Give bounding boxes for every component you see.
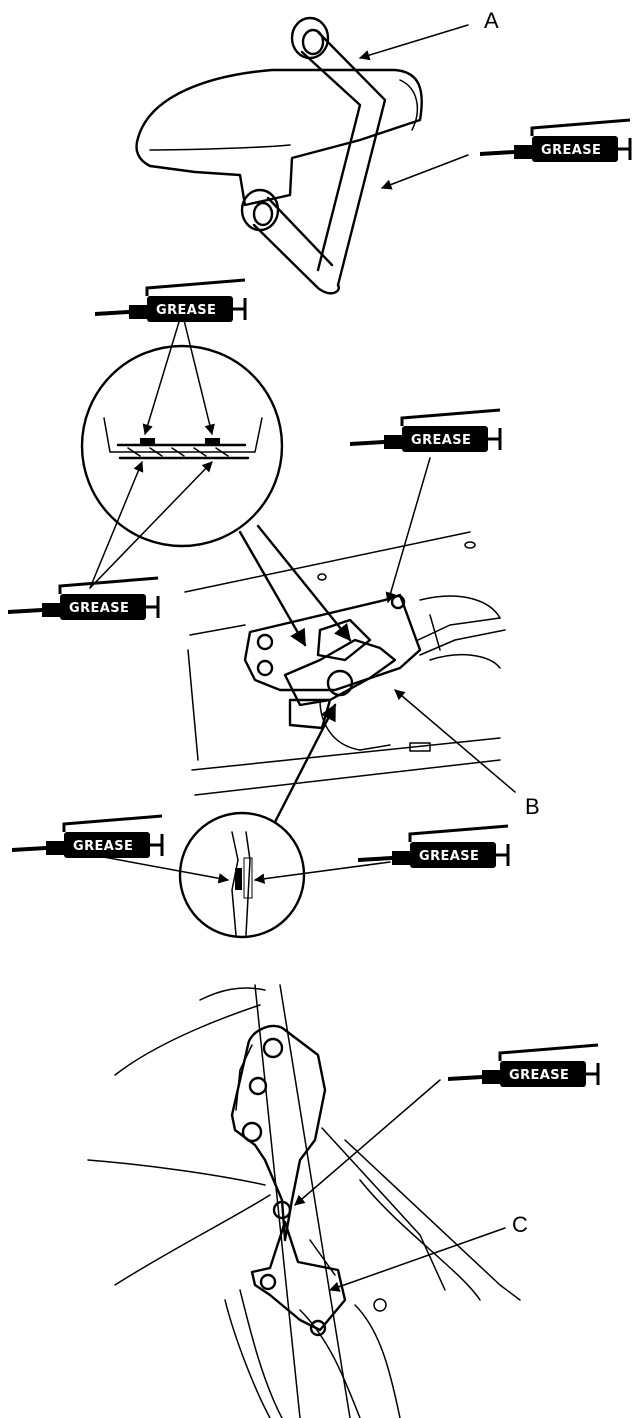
part-a-illustration [135, 16, 469, 295]
grease-label: GREASE [73, 839, 133, 854]
label-part-b: B [525, 794, 540, 819]
part-c-illustration [87, 984, 521, 1418]
grease-label: GREASE [411, 433, 471, 448]
grease-callout-lower-detail-right: GREASE [356, 824, 510, 870]
part-b-illustration [184, 457, 516, 824]
grease-callout-lower-detail-left: GREASE [10, 814, 164, 860]
label-part-a: A [484, 8, 499, 33]
grease-label: GREASE [156, 303, 216, 318]
grease-label: GREASE [541, 143, 601, 158]
grease-callout-left-mid: GREASE [6, 576, 160, 622]
grease-label: GREASE [69, 601, 129, 616]
detail-circle-upper [80, 311, 284, 589]
grease-label: GREASE [419, 849, 479, 864]
detail-circle-lower [97, 811, 391, 939]
grease-label: GREASE [509, 1068, 569, 1083]
grease-callout-hinge: GREASE [446, 1043, 600, 1089]
grease-callout-latch-top: GREASE [348, 408, 502, 454]
grease-callout-top-right: GREASE [478, 118, 632, 164]
grease-callout-upper-detail: GREASE [93, 278, 247, 324]
label-part-c: C [512, 1212, 528, 1237]
